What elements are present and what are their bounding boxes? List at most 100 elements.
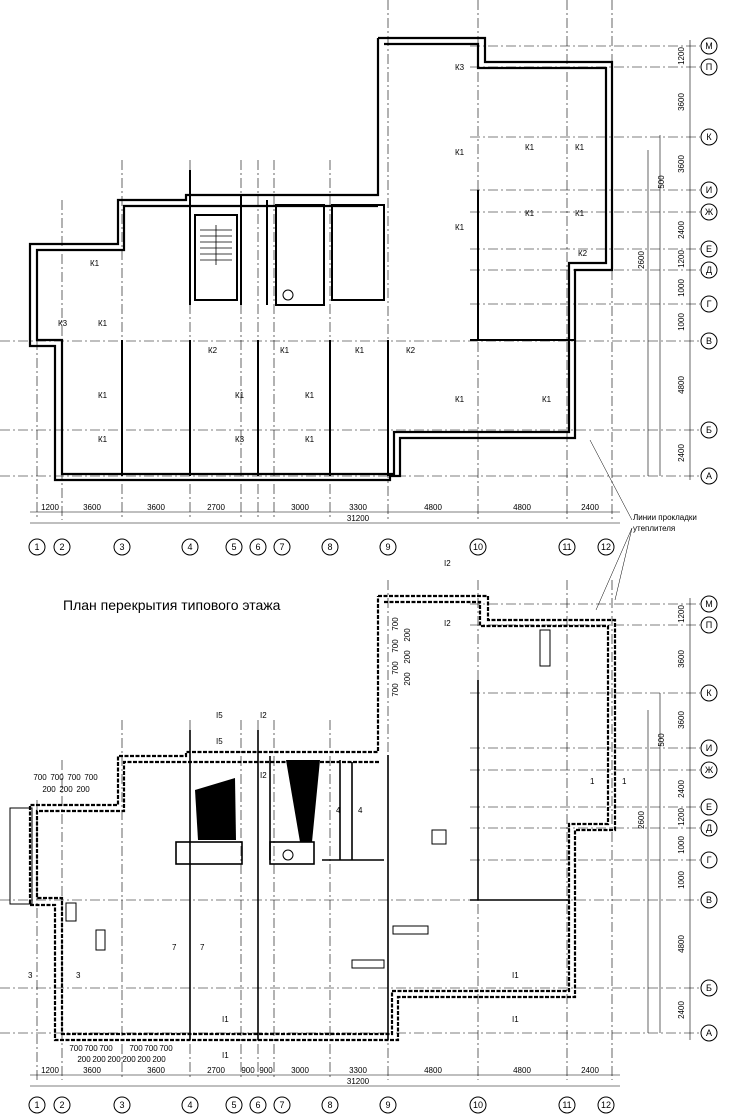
- axis-bubble: 8: [321, 1096, 339, 1114]
- ribbon-dim: 700: [159, 1044, 173, 1053]
- svg-text:5: 5: [231, 1100, 236, 1110]
- dim-value: 4800: [424, 503, 442, 512]
- svg-text:М: М: [705, 599, 713, 609]
- axis-bubble: 3: [113, 538, 131, 556]
- top-interior-walls: [121, 170, 575, 476]
- svg-text:3: 3: [119, 1100, 124, 1110]
- axis-bubble: 6: [249, 1096, 267, 1114]
- axis-bubble: 2: [53, 1096, 71, 1114]
- axis-bubble: Ж: [700, 203, 718, 221]
- axis-bubble: 7: [273, 538, 291, 556]
- beam-label: К1: [98, 435, 108, 444]
- dim-value: 3600: [677, 711, 686, 729]
- section-label: 7: [200, 943, 205, 952]
- svg-text:10: 10: [473, 1100, 483, 1110]
- axis-bubble: 10: [469, 538, 487, 556]
- dim-value: 4800: [513, 1066, 531, 1075]
- axis-bubble: 9: [379, 538, 397, 556]
- bottom-interior-walls: [175, 680, 570, 1040]
- bottom-plan: [0, 580, 700, 1080]
- ribbon-dims-top-left: 700 700 700 700 200 200 200: [33, 773, 98, 794]
- svg-text:Д: Д: [706, 265, 712, 275]
- svg-text:А: А: [706, 471, 712, 481]
- dim-value: 2400: [677, 444, 686, 462]
- dim-value: 4800: [513, 503, 531, 512]
- svg-text:Е: Е: [706, 802, 712, 812]
- axis-bubble: Д: [700, 819, 718, 837]
- beam-label: К1: [305, 435, 315, 444]
- axis-bubble: И: [700, 181, 718, 199]
- axis-bubble: Г: [700, 851, 718, 869]
- axis-bubble: В: [700, 332, 718, 350]
- dim-value: 4800: [677, 935, 686, 953]
- ribbon-dim: 700: [391, 617, 400, 631]
- ribbon-dim: 700: [84, 773, 98, 782]
- top-outer-walls: [28, 36, 614, 482]
- section-label: I1: [222, 1015, 229, 1024]
- top-col-axes: 1 2 3 4 5 6 7 8 9 10 11 12: [28, 538, 615, 556]
- dim-value: 2700: [207, 503, 225, 512]
- dim-value: 2400: [677, 221, 686, 239]
- svg-text:12: 12: [601, 542, 611, 552]
- dim-value: 2400: [581, 1066, 599, 1075]
- ribbon-dim: 200: [92, 1055, 106, 1064]
- section-label: I2: [260, 711, 267, 720]
- axis-bubble: М: [700, 37, 718, 55]
- ribbon-dim: 200: [77, 1055, 91, 1064]
- axis-bubble: 4: [181, 538, 199, 556]
- axis-bubble: К: [700, 128, 718, 146]
- beam-label: К1: [90, 259, 100, 268]
- beam-label: К2: [208, 346, 218, 355]
- svg-text:Д: Д: [706, 823, 712, 833]
- axis-bubble: Д: [700, 261, 718, 279]
- bottom-right-dim-values: 1200 3600 3600 2400 1200 1000 1000 4800 …: [637, 605, 686, 1019]
- section-label: 3: [28, 971, 33, 980]
- section-label: 4: [358, 806, 363, 815]
- svg-text:М: М: [705, 41, 713, 51]
- beam-label: К2: [406, 346, 416, 355]
- dim-value: 3000: [291, 1066, 309, 1075]
- beam-label: К1: [98, 319, 108, 328]
- dim-value: 500: [657, 175, 666, 189]
- svg-text:Б: Б: [706, 425, 712, 435]
- dim-value: 3600: [147, 503, 165, 512]
- svg-text:1: 1: [34, 542, 39, 552]
- ribbon-dim: 200: [403, 650, 412, 664]
- section-label: I1: [512, 971, 519, 980]
- dim-value: 900: [259, 1066, 273, 1075]
- section-label: 3: [76, 971, 81, 980]
- page-title: План перекрытия типового этажа: [63, 597, 281, 613]
- section-label: I5: [216, 737, 223, 746]
- dim-value: 1200: [677, 250, 686, 268]
- beam-label: К1: [98, 391, 108, 400]
- svg-text:6: 6: [255, 1100, 260, 1110]
- axis-bubble: 1: [28, 538, 46, 556]
- svg-text:Б: Б: [706, 983, 712, 993]
- section-label: I2: [260, 771, 267, 780]
- dim-value: 900: [241, 1066, 255, 1075]
- axis-bubble: П: [700, 616, 718, 634]
- dim-value: 2400: [677, 780, 686, 798]
- svg-text:И: И: [706, 743, 712, 753]
- beam-label: К3: [58, 319, 68, 328]
- axis-bubble: 3: [113, 1096, 131, 1114]
- beam-label: К3: [235, 435, 245, 444]
- axis-bubble: 5: [225, 1096, 243, 1114]
- svg-text:А: А: [706, 1028, 712, 1038]
- dim-value: 2400: [677, 1001, 686, 1019]
- svg-text:8: 8: [327, 542, 332, 552]
- axis-bubble: В: [700, 891, 718, 909]
- svg-text:12: 12: [601, 1100, 611, 1110]
- ribbon-dim: 700: [129, 1044, 143, 1053]
- dim-value: 3600: [147, 1066, 165, 1075]
- dim-value: 3600: [677, 155, 686, 173]
- dim-value: 1200: [41, 1066, 59, 1075]
- insulation-note: Линии прокладки утеплителя: [589, 439, 697, 611]
- section-label: 1: [590, 777, 595, 786]
- svg-text:8: 8: [327, 1100, 332, 1110]
- dim-value: 1000: [677, 871, 686, 889]
- ribbon-dim: 700: [50, 773, 64, 782]
- dim-value: 4800: [677, 376, 686, 394]
- axis-bubble: М: [700, 595, 718, 613]
